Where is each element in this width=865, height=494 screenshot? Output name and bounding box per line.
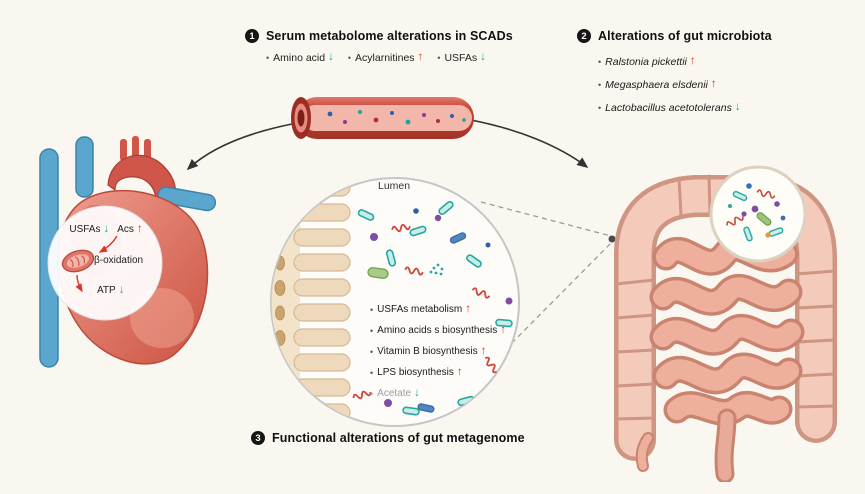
beta-oxidation-label: β-oxidation xyxy=(94,255,144,266)
section-1-badge: 1 xyxy=(245,29,259,43)
section-3-badge: 3 xyxy=(251,431,265,445)
bullet-icon: • xyxy=(266,53,270,63)
serum-item-amino-acid: • Amino acid ↓ xyxy=(266,52,334,64)
lumen-item-label: Amino acids s biosynthesis xyxy=(377,325,498,336)
up-arrow-icon: ↑ xyxy=(710,77,717,90)
red-flow-arrow-2 xyxy=(75,274,83,293)
up-arrow-icon: ↑ xyxy=(136,223,143,235)
bullet-icon: • xyxy=(437,53,441,63)
usfas-label: USFAs xyxy=(69,224,101,236)
lumen-item-usfas: • USFAs metabolism ↑ xyxy=(370,299,506,320)
microbiota-microbes xyxy=(726,183,786,242)
bullet-icon: • xyxy=(598,102,602,113)
blood-vessel-illustration xyxy=(291,97,474,139)
bullet-icon: • xyxy=(370,388,374,399)
up-arrow-icon: ↑ xyxy=(500,323,506,336)
bullet-icon: • xyxy=(370,325,374,336)
bullet-icon: • xyxy=(598,56,602,67)
heart-atp-line: ATP ↓ xyxy=(97,284,125,297)
bullet-icon: • xyxy=(370,367,374,378)
section-1-title: Serum metabolome alterations in SCADs xyxy=(266,29,513,43)
down-arrow-icon: ↓ xyxy=(328,51,334,64)
section-metagenome-header: 3 Functional alterations of gut metageno… xyxy=(251,431,525,445)
down-arrow-icon: ↓ xyxy=(118,284,125,296)
serum-item-label: Acylarnitines xyxy=(355,52,415,64)
lumen-item-acetate: • Acetate ↓ xyxy=(370,383,506,404)
lumen-item-label: Acetate xyxy=(377,388,412,399)
serum-items: • Amino acid ↓ • Acylarnitines ↑ • USFAs… xyxy=(266,52,486,64)
lumen-item-label: USFAs metabolism xyxy=(377,304,463,315)
lumen-item-lps: • LPS biosynthesis ↑ xyxy=(370,362,506,383)
bullet-icon: • xyxy=(598,79,602,90)
intestine-illustration xyxy=(614,165,837,482)
serum-item-usfas: • USFAs ↓ xyxy=(437,52,486,64)
mitochondria-icon xyxy=(61,249,95,273)
bullet-icon: • xyxy=(370,304,374,315)
lumen-item-amino-acids: • Amino acids s biosynthesis ↑ xyxy=(370,320,506,341)
lumen-function-list: • USFAs metabolism ↑ • Amino acids s bio… xyxy=(370,299,506,404)
species-label: Megasphaera elsdenii xyxy=(605,78,708,91)
up-arrow-icon: ↑ xyxy=(417,51,424,64)
microbiota-item-lactobacillus: • Lactobacillus acetotolerans ↓ xyxy=(598,96,741,119)
acs-label: Acs xyxy=(117,224,134,236)
arrow-vessel-to-heart xyxy=(186,122,298,171)
up-arrow-icon: ↑ xyxy=(480,344,487,357)
gut-lumen-zoom-illustration xyxy=(270,177,520,427)
bullet-icon: • xyxy=(370,346,374,357)
down-arrow-icon: ↓ xyxy=(103,223,110,235)
zoom-source-dot xyxy=(608,235,616,243)
section-3-title: Functional alterations of gut metagenome xyxy=(272,431,525,445)
down-arrow-icon: ↓ xyxy=(480,51,486,64)
down-arrow-icon: ↓ xyxy=(734,100,741,113)
small-intestine-coils xyxy=(653,238,801,423)
arrow-vessel-to-gut xyxy=(470,119,589,168)
serum-item-label: USFAs xyxy=(444,52,478,64)
section-2-title: Alterations of gut microbiota xyxy=(598,29,772,43)
lumen-label: Lumen xyxy=(378,180,411,192)
down-arrow-icon: ↓ xyxy=(414,386,420,399)
up-arrow-icon: ↑ xyxy=(456,365,463,378)
microbiota-items: • Ralstonia pickettii ↑ • Megasphaera el… xyxy=(598,50,741,119)
section-serum-header: 1 Serum metabolome alterations in SCADs xyxy=(245,29,513,43)
bullet-icon: • xyxy=(347,53,352,63)
lumen-item-label: Vitamin B biosynthesis xyxy=(377,346,478,357)
lumen-bacteria xyxy=(352,200,513,416)
atp-label: ATP xyxy=(97,285,116,297)
zoom-cone-line-top xyxy=(480,201,612,237)
microbiota-item-ralstonia: • Ralstonia pickettii ↑ xyxy=(598,50,741,73)
species-label: Lactobacillus acetotolerans xyxy=(605,101,732,114)
serum-item-label: Amino acid xyxy=(273,52,326,64)
up-arrow-icon: ↑ xyxy=(689,54,696,67)
heart-usfas-acs-line: USFAs ↓ Acs ↑ xyxy=(58,223,154,236)
species-label: Ralstonia pickettii xyxy=(605,55,687,68)
section-microbiota-header: 2 Alterations of gut microbiota xyxy=(577,29,772,43)
microbiota-item-megasphaera: • Megasphaera elsdenii ↑ xyxy=(598,73,741,96)
serum-item-acylarnitines: • Acylarnitines ↑ xyxy=(348,52,423,64)
red-flow-arrow-1 xyxy=(98,235,118,253)
up-arrow-icon: ↑ xyxy=(465,302,471,315)
metabolite-dots xyxy=(327,110,466,125)
heart-illustration xyxy=(39,136,217,368)
lumen-item-label: LPS biosynthesis xyxy=(377,367,454,378)
lumen-item-vitamin-b: • Vitamin B biosynthesis ↑ xyxy=(370,341,506,362)
section-2-badge: 2 xyxy=(577,29,591,43)
